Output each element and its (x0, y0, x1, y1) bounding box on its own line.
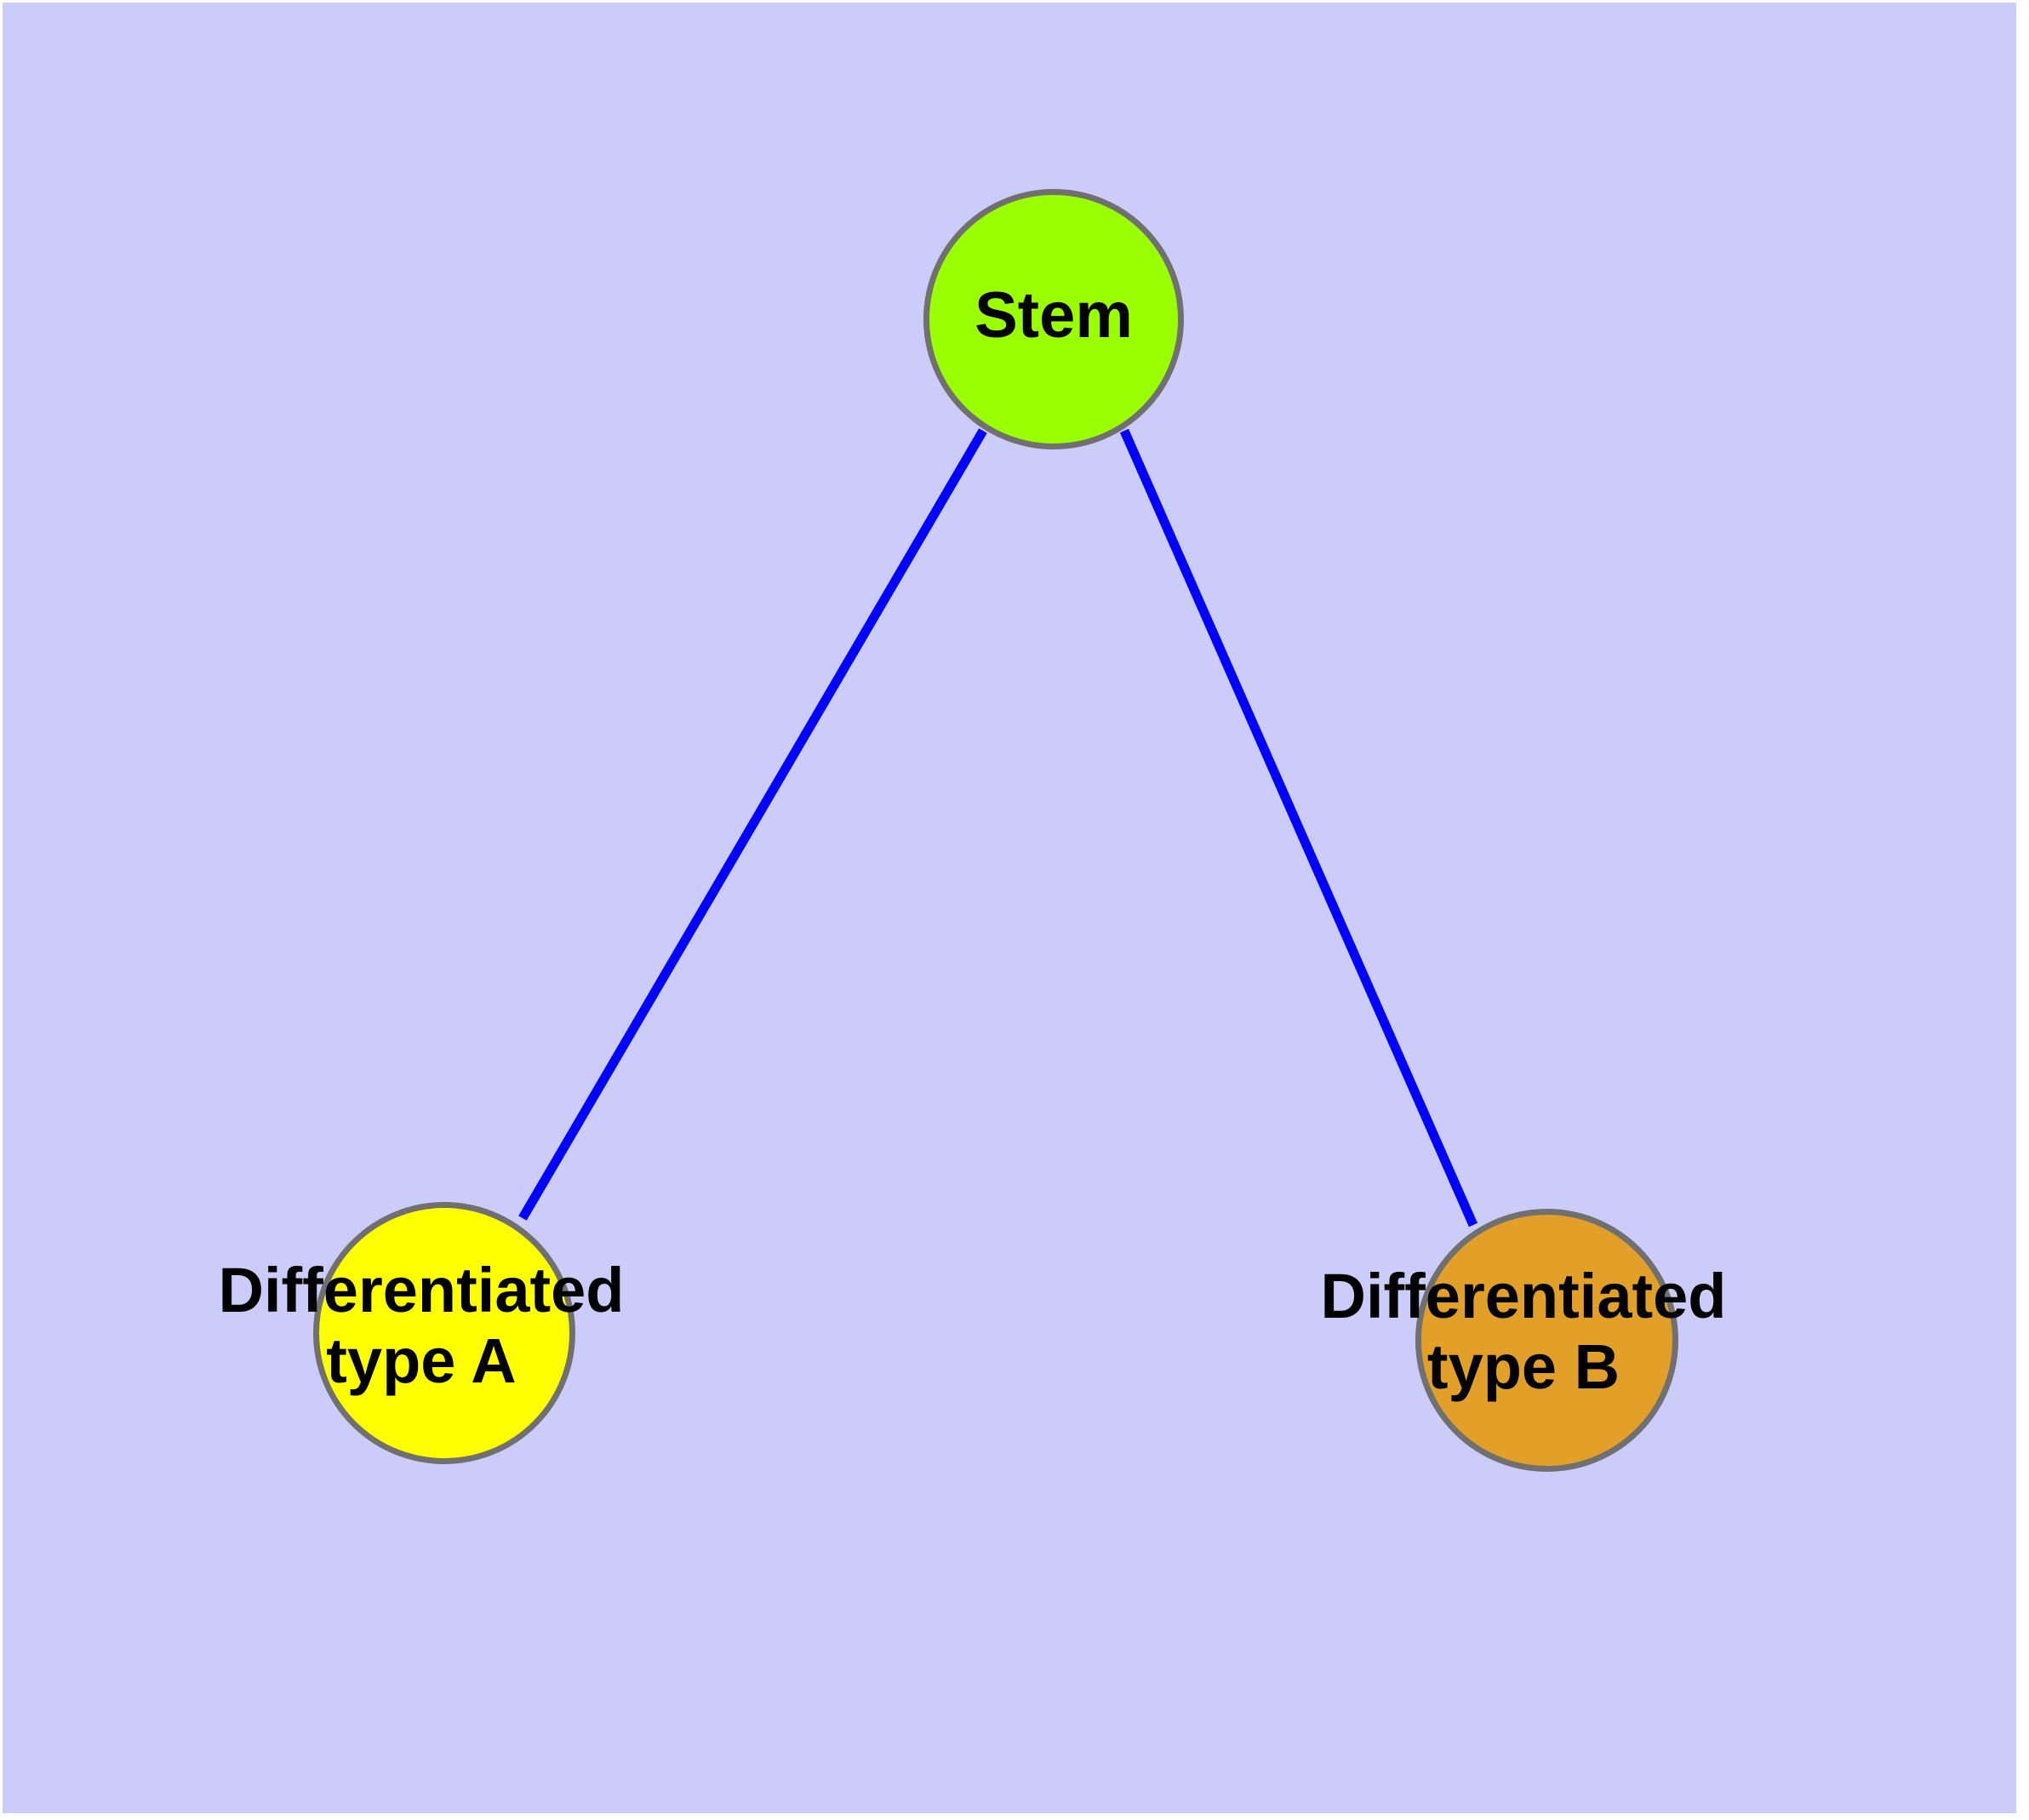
node-differentiated-type-b[interactable] (1415, 1209, 1678, 1472)
edge-stem-to-differentiated-type-a (518, 428, 987, 1221)
node-stem[interactable] (923, 189, 1184, 449)
node-differentiated-type-a[interactable] (313, 1202, 575, 1464)
graph-canvas: Stem Differentiated type A Differentiate… (3, 3, 2016, 1813)
edge-layer (518, 428, 1478, 1228)
edge-stem-to-differentiated-type-b (1119, 428, 1478, 1228)
